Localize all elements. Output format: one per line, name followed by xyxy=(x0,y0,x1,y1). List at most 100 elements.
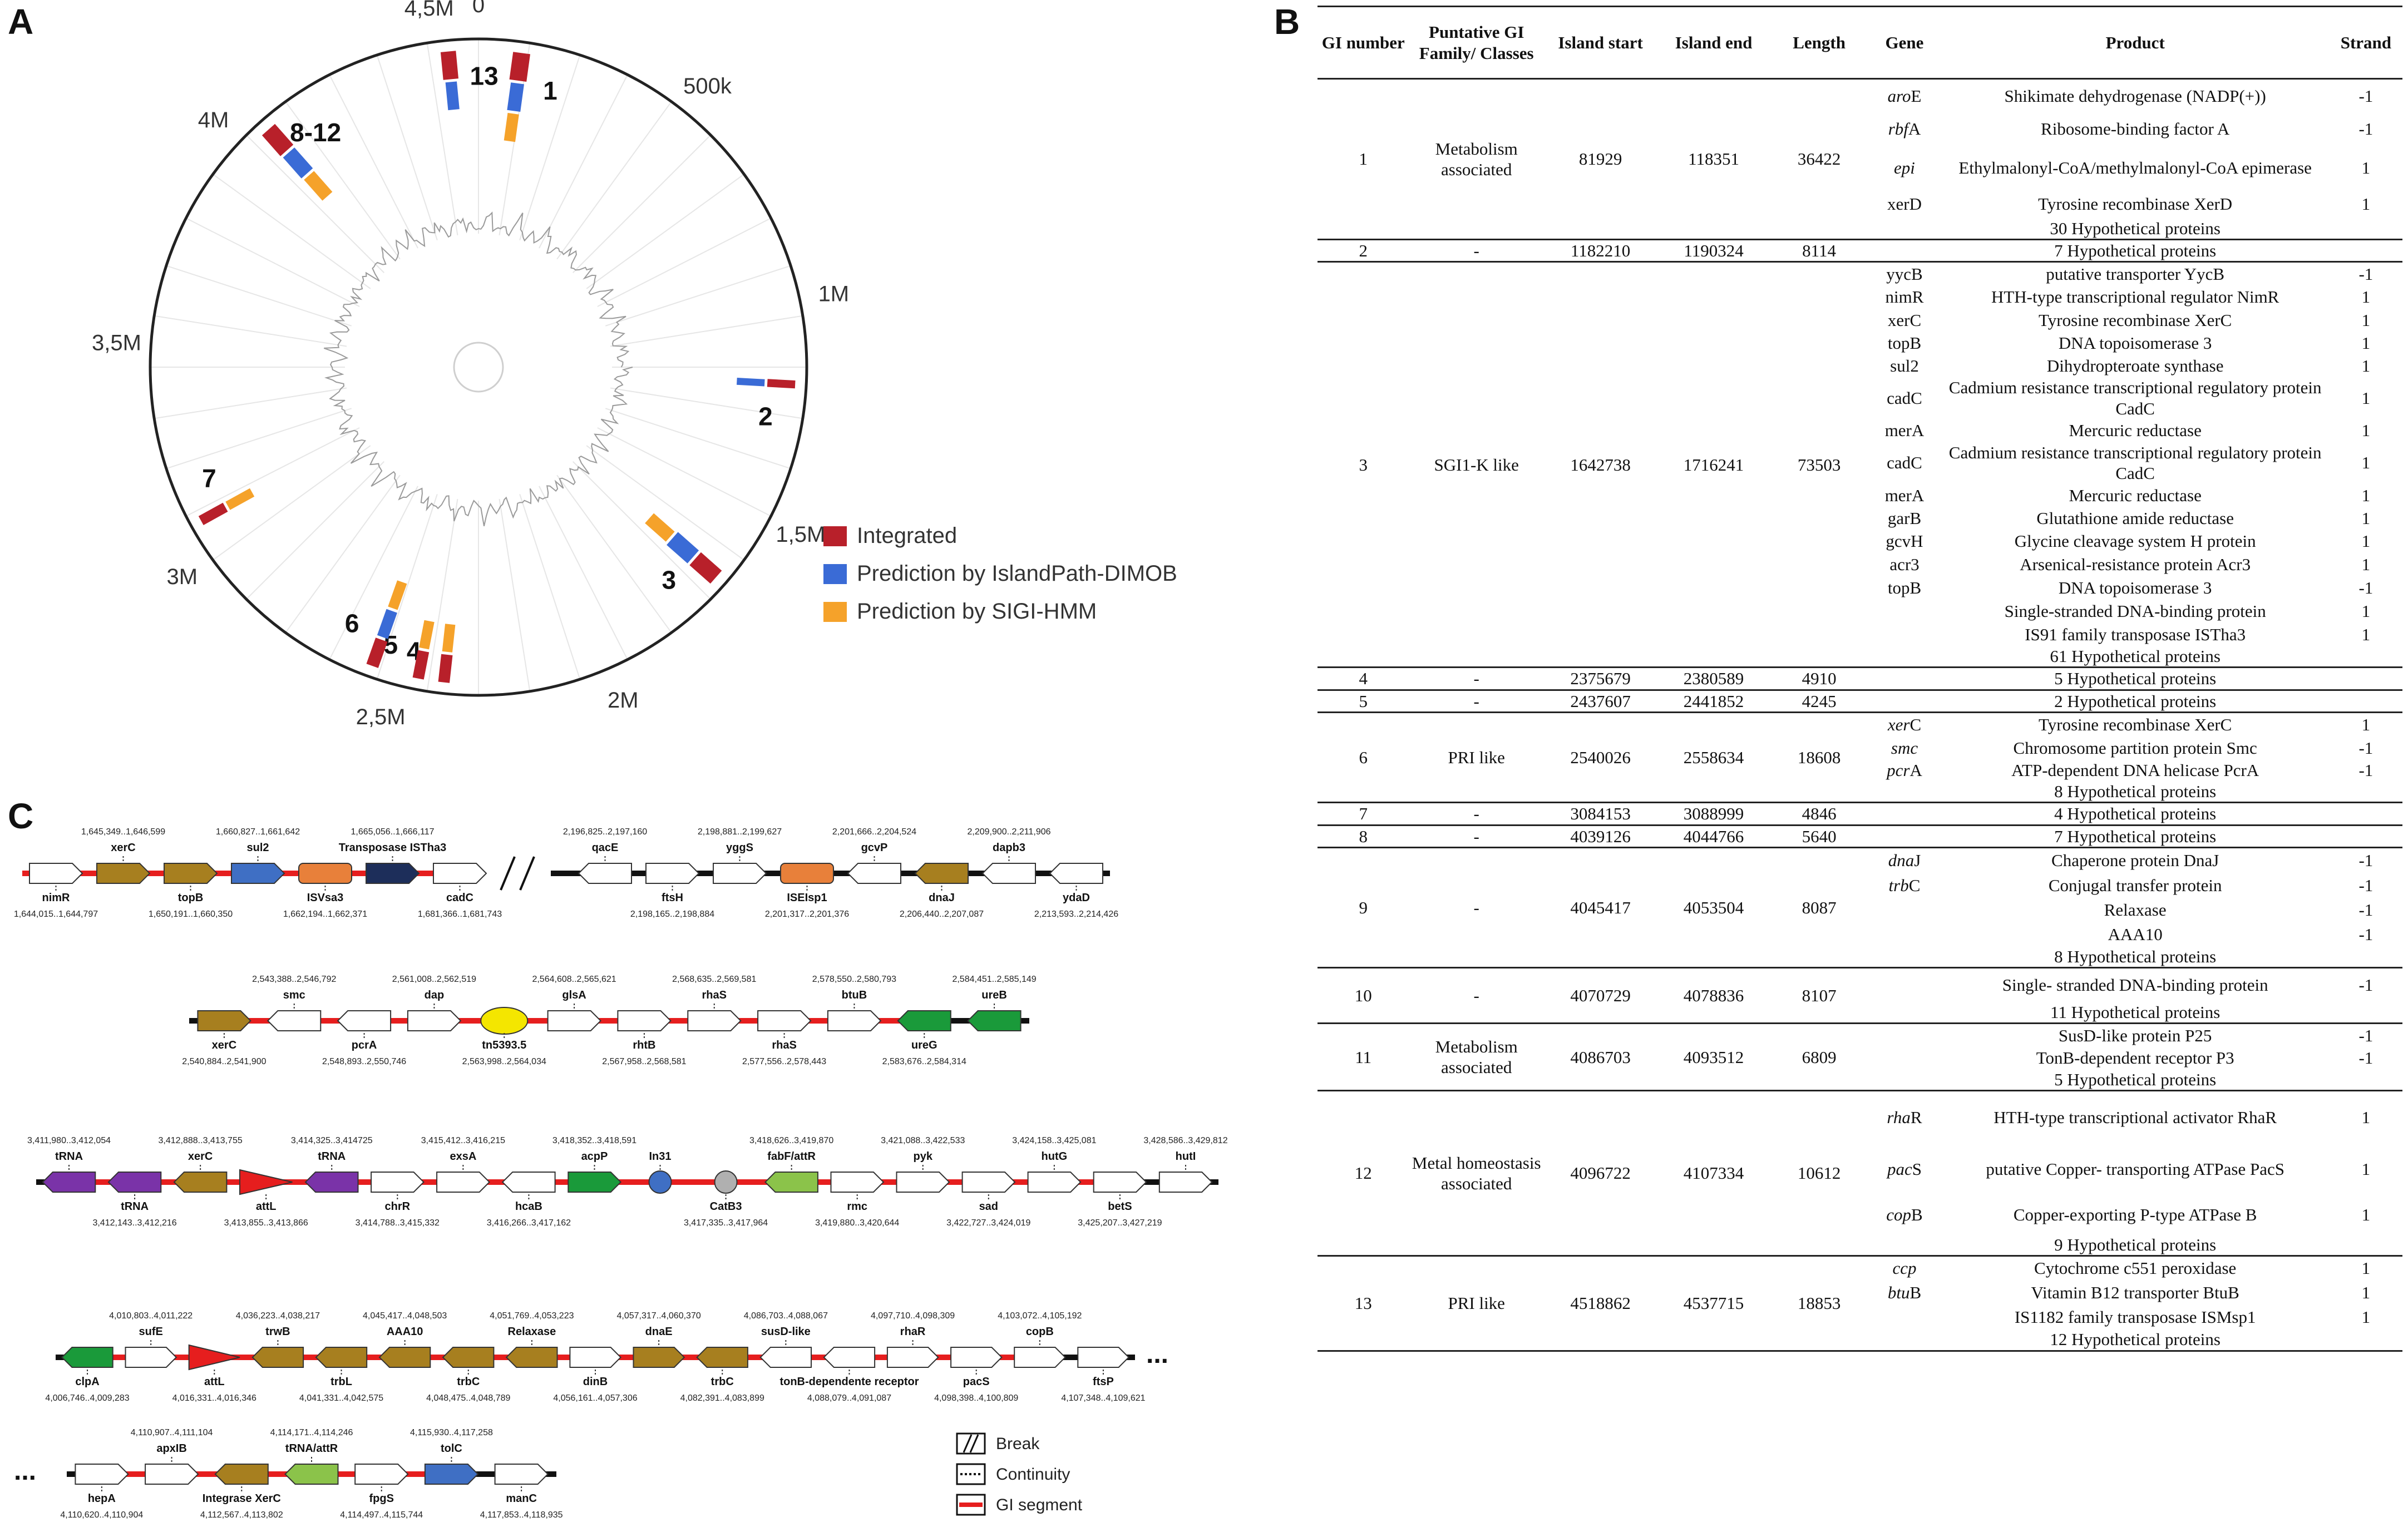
gene-range: 2,577,556..2,578,443 xyxy=(742,1057,826,1066)
strand-cell xyxy=(2330,781,2402,803)
gene-shape xyxy=(164,863,218,884)
gene-range: 3,425,207..3,427,219 xyxy=(1078,1218,1162,1228)
island-mark-integrated xyxy=(366,637,388,668)
gene-name: AAA10 xyxy=(387,1326,423,1338)
gene-suffix: topB xyxy=(1887,577,1922,597)
gene-cell: cadC xyxy=(1868,442,1941,483)
grid-spoke xyxy=(329,74,418,249)
strand-cell: 1 xyxy=(2361,310,2371,330)
table-row: Relaxase-1 xyxy=(1318,897,2402,922)
gi-number-cell: 6 xyxy=(1359,747,1368,767)
gene-range: 1,650,191..1,660,350 xyxy=(149,910,233,919)
product-cell: Ethylmalonyl-CoA/methylmalonyl-CoA epime… xyxy=(1958,157,2312,177)
grid-spoke xyxy=(605,265,791,327)
product-cell: 5 Hypothetical proteins xyxy=(2054,669,2217,689)
gene-name: tonB-dependente receptor xyxy=(779,1376,919,1388)
gene-name: trbC xyxy=(711,1376,734,1388)
family-cell: SGI1-K like xyxy=(1434,454,1519,475)
strand-cell: 1 xyxy=(2361,485,2371,505)
gene-name: trbC xyxy=(457,1376,480,1388)
gene-name: ftsH xyxy=(662,892,683,904)
grid-spoke xyxy=(329,486,418,660)
gene-range: 3,417,335..3,417,964 xyxy=(684,1218,768,1228)
gene-name: tRNA xyxy=(55,1150,83,1163)
island-mark-integrated xyxy=(509,52,530,82)
gene-range: 1,645,349..1,646,599 xyxy=(81,827,165,837)
gene-shape xyxy=(967,1010,1022,1031)
family-cell: Metal homeostasis associated xyxy=(1412,1153,1541,1193)
grid-spoke xyxy=(597,427,772,517)
gene-italic: ccp xyxy=(1892,1258,1917,1278)
product-cell: Tyrosine recombinase XerD xyxy=(2038,194,2233,214)
panel-c-letter: C xyxy=(8,796,34,836)
gene-shape xyxy=(29,863,83,884)
gene-cell: xerD xyxy=(1868,190,1941,218)
grid-spoke xyxy=(605,408,791,469)
gene-shape xyxy=(568,1172,622,1193)
gene-name: dapb3 xyxy=(993,842,1025,854)
gene-italic: trb xyxy=(1888,875,1909,895)
product-cell: Single-stranded DNA-binding protein xyxy=(2004,601,2266,621)
continuity-dots: ... xyxy=(14,1456,36,1486)
gene-shape xyxy=(125,1347,177,1368)
gene-cell: xerC xyxy=(1868,308,1941,332)
length-cell: 10612 xyxy=(1797,1163,1841,1183)
gene-range: 2,563,998..2,564,034 xyxy=(462,1057,546,1066)
gene-shape xyxy=(366,863,420,884)
product-cell: Ribosome-binding factor A xyxy=(2041,118,2230,139)
island-mark-integrated xyxy=(440,51,458,80)
legend-swatch xyxy=(823,602,847,622)
strand-cell: -1 xyxy=(2358,975,2374,995)
length-cell: 6809 xyxy=(1802,1047,1837,1067)
gene-name: copB xyxy=(1026,1326,1054,1338)
grid-spoke xyxy=(556,101,672,260)
gene-cell: epi xyxy=(1868,146,1941,190)
family-cell: - xyxy=(1473,986,1479,1006)
gene-name: topB xyxy=(178,892,204,904)
product-cell: Vitamin B12 transporter BtuB xyxy=(2031,1282,2239,1302)
gene-name: pcrA xyxy=(352,1039,377,1051)
table-row: epi Ethylmalonyl-CoA/methylmalonyl-CoA ep… xyxy=(1318,146,2402,190)
gene-name: trwB xyxy=(265,1326,290,1338)
gene-range: 2,564,608..2,565,621 xyxy=(532,975,616,984)
gene-cell xyxy=(1868,803,1941,825)
island-mark-sigi xyxy=(225,488,255,510)
grid-spoke xyxy=(285,475,401,633)
gene-range: 4,016,331..4,016,346 xyxy=(172,1393,256,1403)
grid-spoke xyxy=(572,461,711,600)
gene-italic: pac xyxy=(1887,1159,1912,1179)
island-end-cell: 2558634 xyxy=(1683,747,1744,767)
gene-cell: xerC xyxy=(1868,712,1941,737)
gene-cell xyxy=(1868,599,1941,622)
gene-in31: In31 xyxy=(648,1150,672,1194)
strand-cell: -1 xyxy=(2358,264,2374,284)
gene-name: rhaS xyxy=(702,989,727,1001)
product-cell: Tyrosine recombinase XerC xyxy=(2039,310,2232,330)
island-end-cell: 4093512 xyxy=(1683,1047,1744,1067)
gene-shape xyxy=(896,1172,950,1193)
island-start-cell: 4096722 xyxy=(1570,1163,1631,1183)
break-mark xyxy=(500,856,516,891)
gene-cell xyxy=(1868,1234,1941,1256)
gi-number-cell: 13 xyxy=(1354,1293,1372,1313)
gene-cell: garB xyxy=(1868,507,1941,529)
gene-name: qacE xyxy=(592,842,619,854)
table-row: 5 Hypothetical proteins xyxy=(1318,1069,2402,1091)
gene-name: Relaxase xyxy=(508,1326,556,1338)
